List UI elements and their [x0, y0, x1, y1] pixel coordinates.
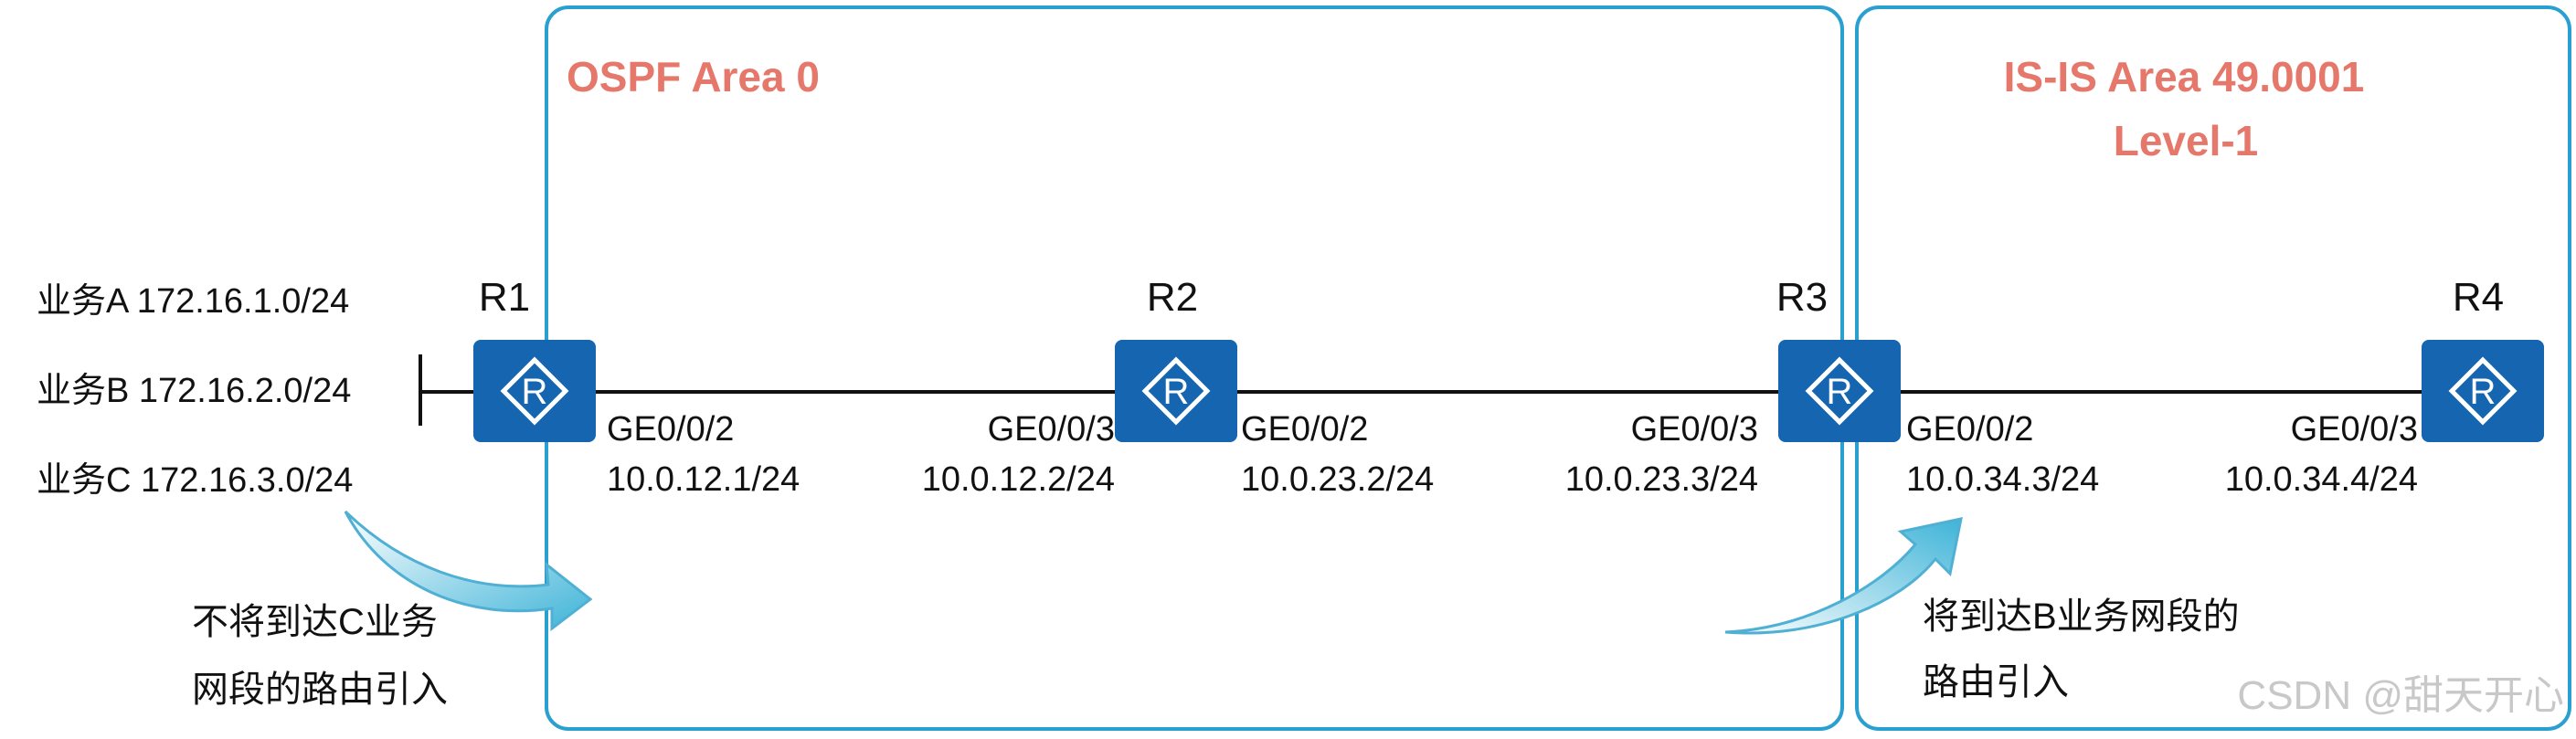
- router-r4-name: R4: [2453, 275, 2504, 320]
- router-icon: [1778, 340, 1901, 442]
- router-r1[interactable]: R: [473, 340, 596, 442]
- router-icon: [473, 340, 596, 442]
- router-icon: [2422, 340, 2544, 442]
- r1-ge002-port: GE0/0/2: [607, 410, 734, 449]
- router-r4[interactable]: R: [2422, 340, 2544, 442]
- service-b-label: 业务B 172.16.2.0/24: [37, 372, 351, 410]
- r3-ge003-port: GE0/0/3: [1631, 410, 1758, 449]
- svg-text:R: R: [2470, 372, 2496, 412]
- right-curved-arrow: [1724, 517, 1963, 635]
- service-a-label: 业务A 172.16.1.0/24: [37, 282, 349, 321]
- svg-text:R: R: [1827, 372, 1853, 412]
- watermark: CSDN @甜天开心: [2237, 673, 2564, 718]
- right-note-line1: 将到达B业务网段的: [1923, 596, 2240, 637]
- r1-ge002-ip: 10.0.12.1/24: [607, 460, 800, 499]
- isis-area-title-line1: IS-IS Area 49.0001: [2004, 53, 2365, 100]
- r3-ge002-ip: 10.0.34.3/24: [1906, 460, 2099, 499]
- router-r2[interactable]: R: [1115, 340, 1237, 442]
- r3-ge003-ip: 10.0.23.3/24: [1565, 460, 1758, 499]
- left-curved-arrow: [344, 510, 593, 632]
- right-note-line2: 路由引入: [1923, 662, 2069, 702]
- left-note-line1: 不将到达C业务: [192, 602, 438, 642]
- svg-text:R: R: [1163, 372, 1190, 412]
- r2-ge002-ip: 10.0.23.2/24: [1241, 460, 1434, 499]
- links: [419, 354, 2423, 426]
- service-c-label: 业务C 172.16.3.0/24: [37, 461, 353, 500]
- r4-ge003-port: GE0/0/3: [2291, 410, 2418, 449]
- r2-ge003-port: GE0/0/3: [988, 410, 1115, 449]
- router-r2-name: R2: [1147, 275, 1198, 320]
- ospf-area-title: OSPF Area 0: [567, 53, 820, 100]
- router-r3[interactable]: R: [1778, 340, 1901, 442]
- isis-area-title-line2: Level-1: [2114, 117, 2259, 164]
- router-r1-name: R1: [479, 275, 530, 320]
- svg-text:R: R: [522, 372, 548, 412]
- router-r3-name: R3: [1776, 275, 1828, 320]
- r4-ge003-ip: 10.0.34.4/24: [2225, 460, 2418, 499]
- r2-ge002-port: GE0/0/2: [1241, 410, 1368, 449]
- r3-ge002-port: GE0/0/2: [1906, 410, 2033, 449]
- router-icon: [1115, 340, 1237, 442]
- r2-ge003-ip: 10.0.12.2/24: [922, 460, 1115, 499]
- left-note-line2: 网段的路由引入: [192, 670, 448, 710]
